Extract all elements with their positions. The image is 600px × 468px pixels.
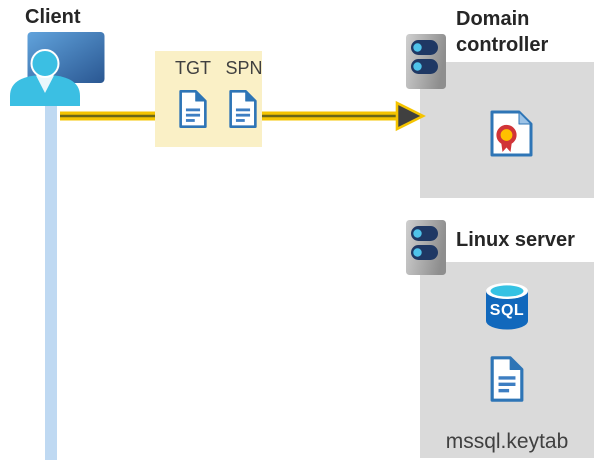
client-connection-line: [45, 86, 57, 460]
sql-database-icon: SQL: [486, 283, 528, 330]
tgt-document-icon: [179, 90, 207, 128]
spn-document-icon: [229, 90, 257, 128]
arrow-head-icon: [395, 100, 426, 132]
sql-label: SQL: [490, 302, 524, 319]
domain-controller-server-icon: [406, 34, 446, 89]
client-title: Client: [25, 6, 81, 28]
person-collar-icon: [36, 75, 54, 93]
linux-server-title: Linux server: [456, 229, 575, 251]
spn-label: SPN: [225, 58, 263, 78]
ticket-note: TGT SPN: [155, 51, 263, 147]
domain-controller-title: Domain controller: [456, 8, 549, 56]
certificate-seal-icon: [496, 124, 517, 146]
linux-server-icon: [406, 220, 446, 275]
client-workstation-icon: [10, 32, 105, 106]
keytab-document-icon: [490, 356, 524, 402]
certificate-icon: [490, 110, 533, 157]
person-head-icon: [30, 49, 60, 78]
tgt-label: TGT: [175, 58, 211, 78]
keytab-filename: mssql.keytab: [445, 430, 569, 453]
